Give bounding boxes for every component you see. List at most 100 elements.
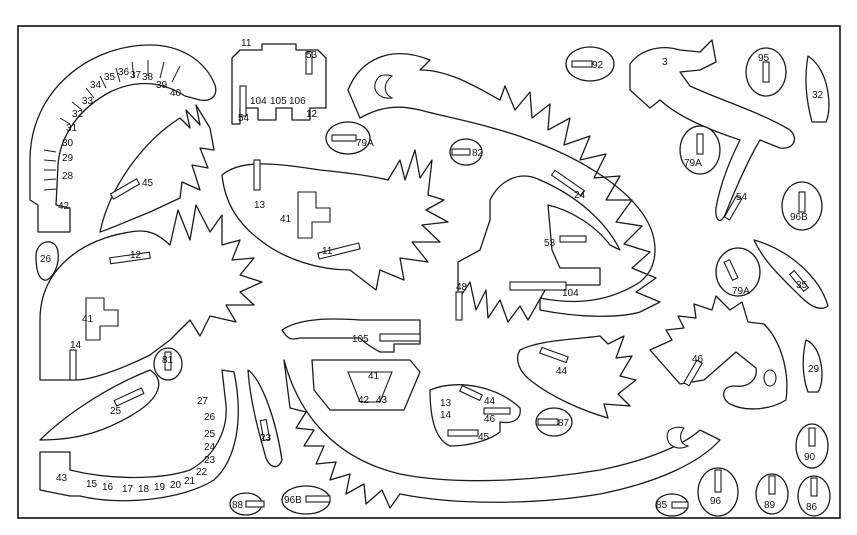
label-79a-1: 79A bbox=[356, 138, 374, 149]
label-105: 105 bbox=[352, 334, 369, 345]
piece-35: 35 bbox=[753, 239, 829, 310]
label-35: 35 bbox=[104, 72, 116, 83]
piece-92: 92 bbox=[565, 46, 615, 82]
label-79a-3: 79A bbox=[732, 286, 750, 297]
piece-32: 32 bbox=[805, 55, 830, 123]
label-96: 96 bbox=[710, 496, 722, 507]
label-32: 32 bbox=[72, 109, 84, 120]
label-40: 40 bbox=[170, 88, 182, 99]
piece-87: 87 bbox=[535, 407, 573, 437]
label-89: 89 bbox=[764, 500, 776, 511]
label-3: 3 bbox=[662, 57, 668, 68]
label-17: 17 bbox=[122, 484, 134, 495]
label-24b: 24 bbox=[204, 442, 216, 453]
piece-85: 85 bbox=[655, 493, 689, 517]
label-46b: 46 bbox=[484, 414, 496, 425]
piece-46: 46 bbox=[649, 295, 788, 410]
label-86: 86 bbox=[806, 502, 818, 513]
piece-88: 88 bbox=[229, 492, 265, 516]
label-41c: 41 bbox=[368, 371, 380, 382]
label-105-top: 105 bbox=[270, 96, 287, 107]
label-12: 12 bbox=[130, 250, 142, 261]
label-43b: 43 bbox=[56, 473, 68, 484]
label-38: 38 bbox=[142, 72, 154, 83]
label-37: 37 bbox=[130, 70, 142, 81]
label-41: 41 bbox=[82, 314, 94, 325]
label-43: 43 bbox=[376, 395, 388, 406]
piece-23: 23 bbox=[247, 369, 283, 468]
label-54: 54 bbox=[736, 192, 748, 203]
spine-comb-bottom: 27 26 25 24 23 22 21 20 19 18 17 16 15 4… bbox=[39, 369, 239, 502]
label-13: 13 bbox=[254, 200, 266, 211]
label-20: 20 bbox=[170, 480, 182, 491]
label-54-top: 54 bbox=[238, 113, 250, 124]
piece-79a-1: 79A bbox=[325, 121, 374, 155]
piece-tail-ridge bbox=[283, 359, 721, 509]
label-28: 28 bbox=[62, 171, 74, 182]
label-24: 24 bbox=[574, 190, 586, 201]
piece-29: 29 bbox=[802, 339, 823, 393]
label-31: 31 bbox=[66, 123, 78, 134]
label-82: 82 bbox=[472, 148, 484, 159]
label-92: 92 bbox=[592, 60, 604, 71]
label-81: 81 bbox=[162, 355, 174, 366]
label-35: 35 bbox=[796, 280, 808, 291]
piece-95: 95 bbox=[745, 47, 787, 97]
piece-96b-1: 96B bbox=[781, 181, 823, 231]
label-23: 23 bbox=[260, 433, 272, 444]
label-26b: 26 bbox=[204, 412, 216, 423]
label-96b-2: 96B bbox=[284, 495, 302, 506]
piece-top-box: 11 53 104 105 106 12 54 bbox=[231, 38, 327, 125]
label-16: 16 bbox=[102, 482, 114, 493]
label-27: 27 bbox=[197, 396, 209, 407]
label-18: 18 bbox=[138, 484, 150, 495]
piece-96b-2: 96B bbox=[281, 485, 331, 515]
label-33: 33 bbox=[82, 96, 94, 107]
label-36: 36 bbox=[118, 67, 130, 78]
piece-89: 89 bbox=[755, 473, 789, 515]
label-14b: 14 bbox=[440, 410, 452, 421]
label-29: 29 bbox=[808, 364, 820, 375]
label-95: 95 bbox=[758, 53, 770, 64]
label-46: 46 bbox=[692, 354, 704, 365]
label-104: 104 bbox=[562, 288, 579, 299]
piece-26: 26 bbox=[35, 241, 59, 281]
piece-86: 86 bbox=[797, 475, 831, 517]
label-23b: 23 bbox=[204, 455, 216, 466]
piece-81: 81 bbox=[153, 347, 183, 381]
label-53-top: 53 bbox=[306, 50, 318, 61]
label-14: 14 bbox=[70, 340, 82, 351]
label-11: 11 bbox=[322, 246, 333, 257]
label-21: 21 bbox=[184, 476, 196, 487]
label-44: 44 bbox=[556, 366, 568, 377]
piece-90: 90 bbox=[795, 423, 829, 469]
piece-center-box: 105 41 42 43 bbox=[281, 318, 421, 411]
piece-79a-3: 79A bbox=[715, 247, 761, 297]
piece-leg-center: 24 53 48 104 bbox=[455, 169, 621, 323]
label-96b-1: 96B bbox=[790, 212, 808, 223]
label-32: 32 bbox=[812, 90, 824, 101]
label-15: 15 bbox=[86, 479, 98, 490]
label-87: 87 bbox=[558, 418, 570, 429]
label-11-top: 11 bbox=[241, 38, 252, 49]
label-85: 85 bbox=[656, 500, 668, 511]
label-25: 25 bbox=[110, 406, 122, 417]
piece-96: 96 bbox=[697, 467, 739, 517]
label-44b: 44 bbox=[484, 396, 496, 407]
piece-44-frill: 44 bbox=[516, 335, 637, 419]
piece-25: 25 bbox=[39, 369, 160, 441]
label-25b: 25 bbox=[204, 429, 216, 440]
piece-head-center: 13 41 11 bbox=[221, 149, 449, 291]
label-42: 42 bbox=[58, 201, 70, 212]
piece-bottom-fin: 13 14 44 46 45 bbox=[429, 384, 521, 447]
label-79a-2: 79A bbox=[684, 158, 702, 169]
label-42: 42 bbox=[358, 395, 370, 406]
label-34: 34 bbox=[90, 80, 102, 91]
label-88: 88 bbox=[232, 500, 244, 511]
label-19: 19 bbox=[154, 482, 166, 493]
piece-head-left: 12 41 14 bbox=[39, 204, 263, 381]
label-39: 39 bbox=[156, 80, 168, 91]
piece-body-ridge bbox=[347, 53, 661, 317]
label-30: 30 bbox=[62, 138, 74, 149]
